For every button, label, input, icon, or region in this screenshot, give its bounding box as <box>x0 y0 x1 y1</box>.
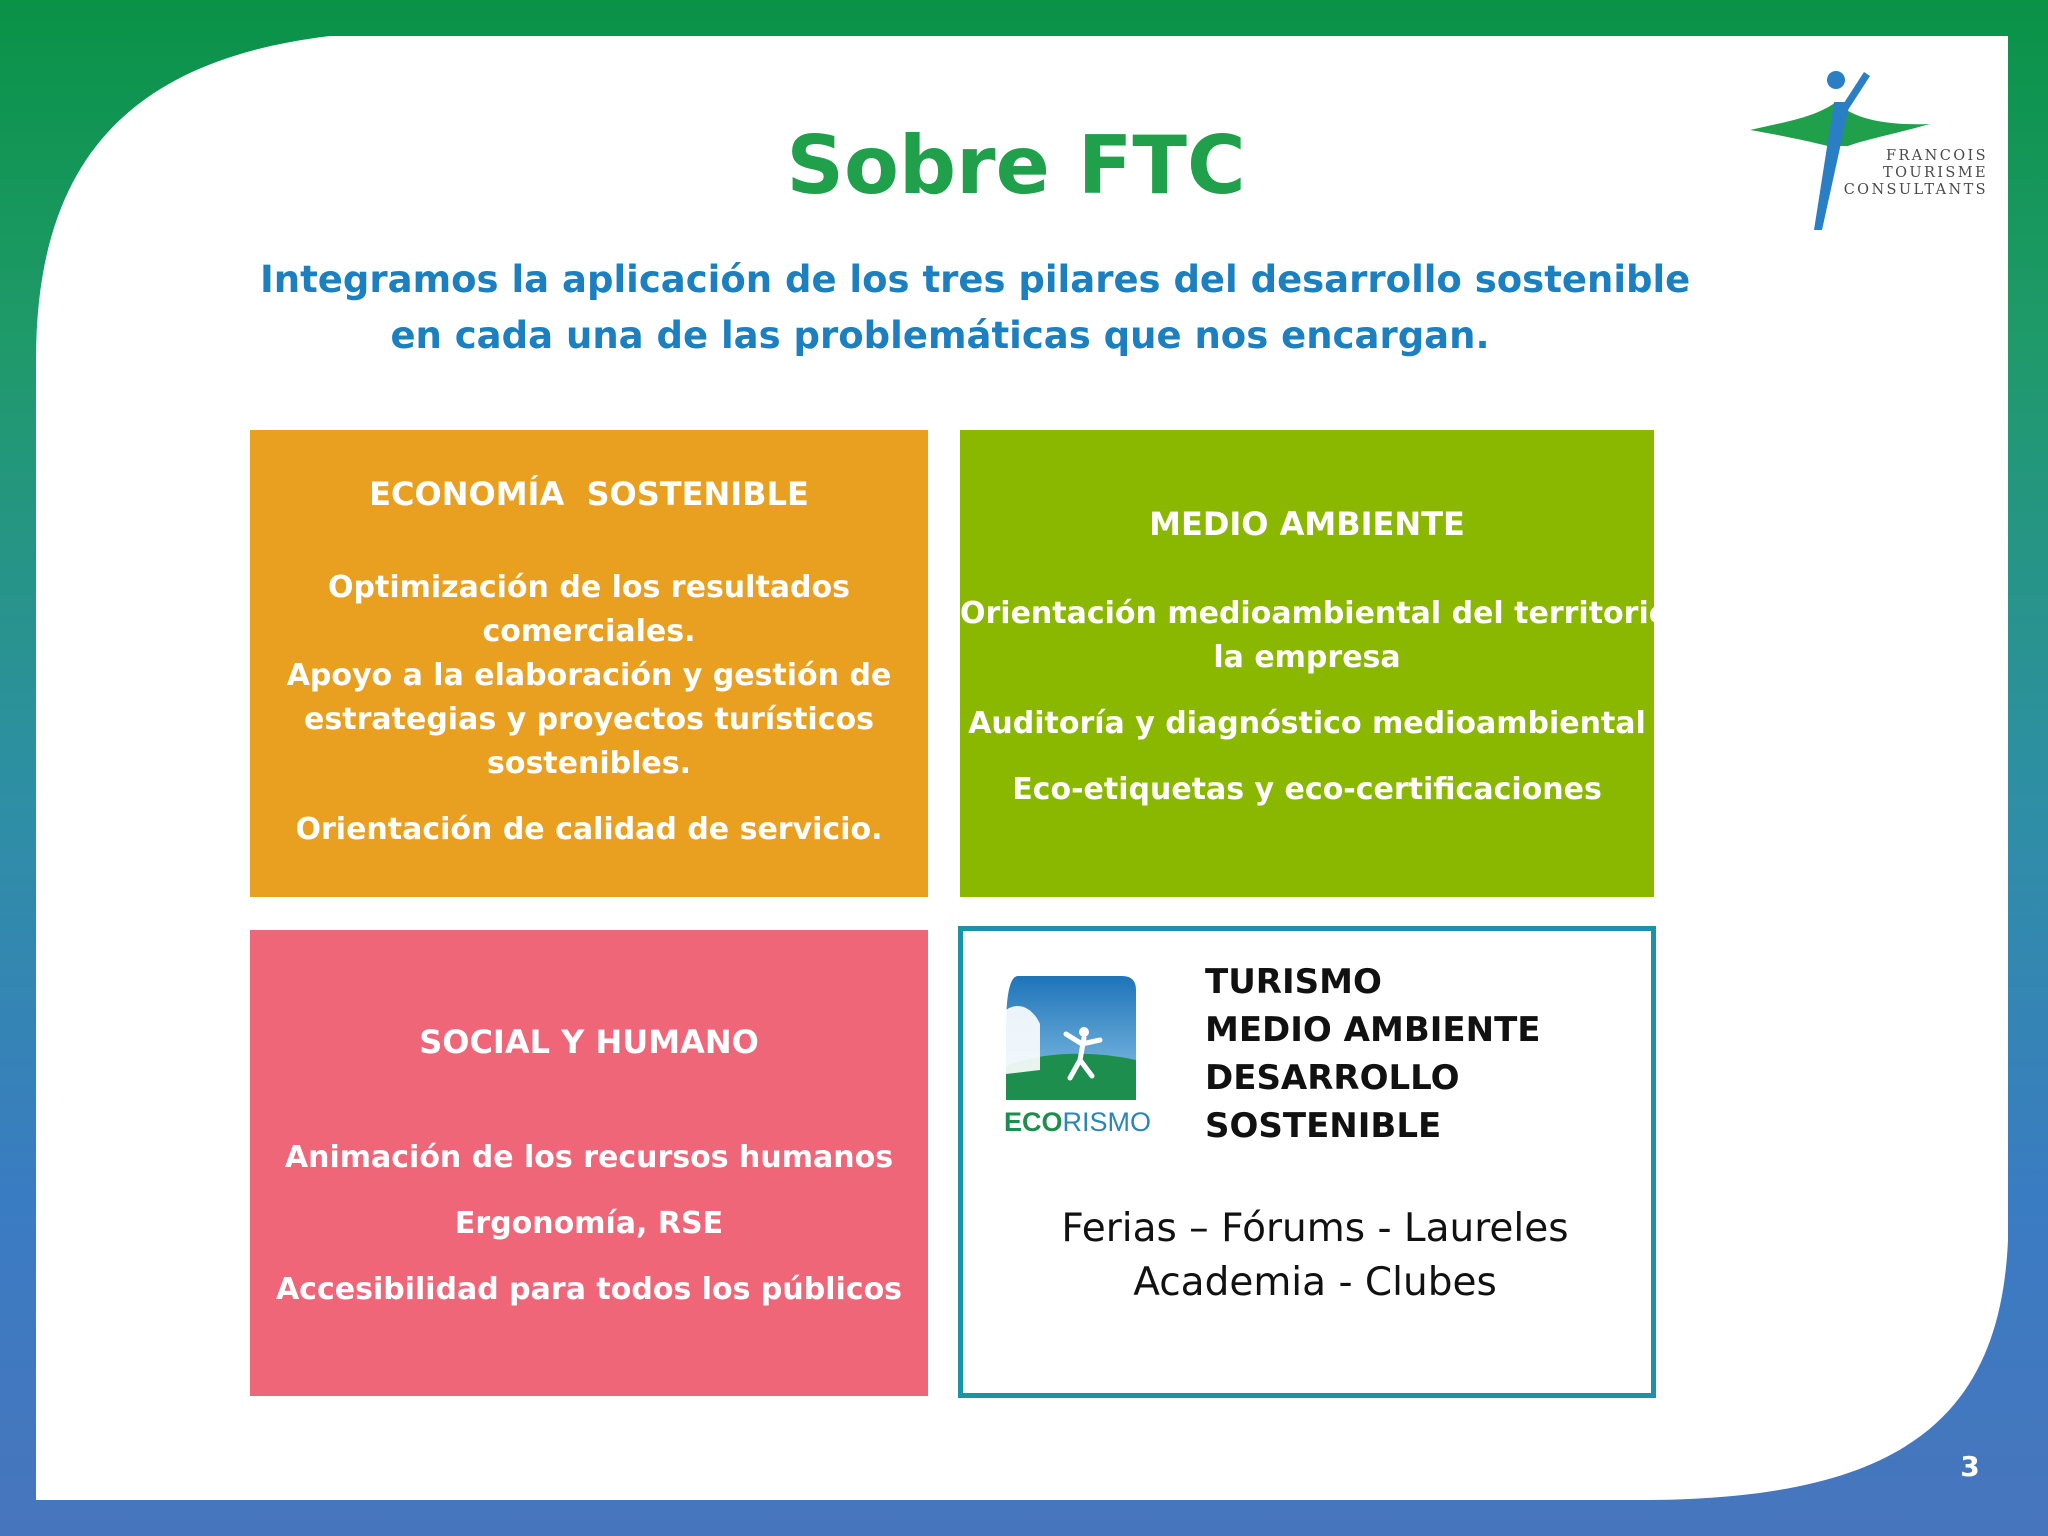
economia-line-4: estrategias y proyectos turísticos <box>304 702 874 737</box>
medio-ambiente-box: MEDIO AMBIENTE Orientación medioambienta… <box>960 430 1700 897</box>
page-number: 3 <box>1960 1450 1980 1483</box>
ecorismo-list-item: MEDIO AMBIENTE <box>1205 1010 1541 1050</box>
ecorismo-events-line-2: Academia - Clubes <box>1133 1260 1497 1305</box>
social-line-2: Ergonomía, RSE <box>454 1206 724 1241</box>
logo-line-1: FRANCOIS <box>1886 148 1988 164</box>
ecorismo-events: Ferias – Fórums - Laureles Academia - Cl… <box>1000 1202 1630 1310</box>
economia-line-2: comerciales. <box>482 614 696 649</box>
economia-heading: ECONOMÍA SOSTENIBLE <box>369 475 809 513</box>
ecorismo-list-item: TURISMO <box>1205 962 1382 1002</box>
economia-line-5: sostenibles. <box>486 746 691 781</box>
slide-subtitle: Integramos la aplicación de los tres pil… <box>260 252 1691 364</box>
ftc-logo-icon <box>1750 71 1930 230</box>
economia-line-6: Orientación de calidad de servicio. <box>295 812 883 847</box>
social-heading: SOCIAL Y HUMANO <box>419 1023 759 1061</box>
logo-line-3: CONSULTANTS <box>1843 182 1988 198</box>
ecorismo-logo-icon <box>1006 976 1136 1100</box>
ecorismo-list: TURISMO MEDIO AMBIENTE DESARROLLO SOSTEN… <box>1205 958 1645 1150</box>
logo-line-2: TOURISME <box>1883 165 1988 181</box>
economia-line-1: Optimización de los resultados <box>328 570 850 605</box>
slide-title: Sobre FTC <box>786 119 1246 212</box>
subtitle-line-1: Integramos la aplicación de los tres pil… <box>260 258 1691 301</box>
ecorismo-events-line-1: Ferias – Fórums - Laureles <box>1061 1206 1569 1251</box>
ecorismo-label-rismo: RISMO <box>1062 1107 1152 1137</box>
medio-line-1: Orientación medioambiental del territori… <box>960 596 1700 631</box>
subtitle-line-2: en cada una de las problemáticas que nos… <box>390 314 1490 357</box>
social-line-3: Accesibilidad para todos los públicos <box>275 1272 903 1307</box>
ftc-logo-text: FRANCOIS TOURISME CONSULTANTS <box>1842 148 1988 199</box>
medio-heading: MEDIO AMBIENTE <box>1149 505 1465 543</box>
ecorismo-list-item: DESARROLLO <box>1205 1058 1460 1098</box>
ecorismo-list-item: SOSTENIBLE <box>1205 1106 1442 1146</box>
medio-line-2: la empresa <box>1213 640 1401 675</box>
economia-sostenible-box: ECONOMÍA SOSTENIBLE Optimización de los … <box>250 430 928 897</box>
ecorismo-logo-label: ECORISMO <box>1004 1106 1151 1138</box>
economia-line-3: Apoyo a la elaboración y gestión de <box>286 658 892 693</box>
social-line-1: Animación de los recursos humanos <box>284 1140 894 1175</box>
ecorismo-label-eco: ECO <box>1004 1107 1063 1137</box>
medio-line-3: Auditoría y diagnóstico medioambiental <box>968 706 1646 741</box>
social-humano-box: SOCIAL Y HUMANO Animación de los recurso… <box>250 930 928 1396</box>
medio-line-4: Eco-etiquetas y eco-certificaciones <box>1012 772 1602 807</box>
